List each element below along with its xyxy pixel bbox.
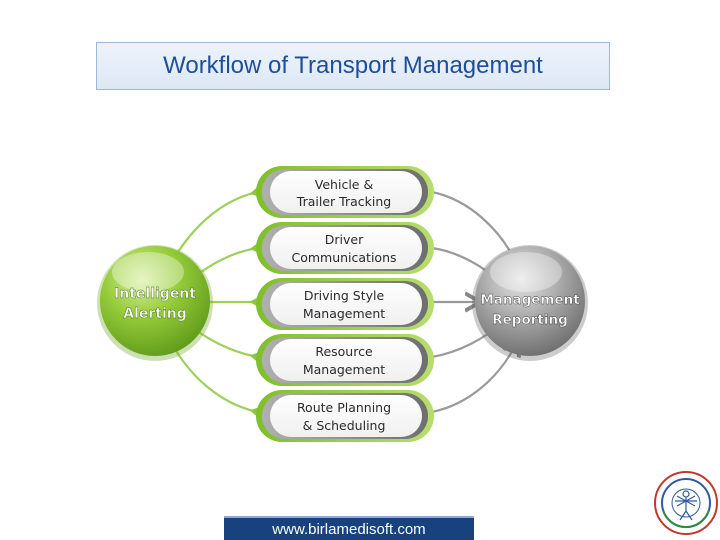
stage-4-line2: Management [303,362,385,377]
management-reporting-node: Management Reporting [472,245,588,361]
stage-pill-2: Driver Communications [256,222,434,274]
left-node-line1: Intelligent [114,286,196,302]
right-node-line2: Reporting [492,312,568,328]
stage-3-line2: Management [303,306,385,321]
footer-url[interactable]: www.birlamedisoft.com [272,520,426,538]
footer-url-bar[interactable]: www.birlamedisoft.com [224,516,474,540]
stage-pill-1: Vehicle & Trailer Tracking [256,166,434,218]
stage-1-line2: Trailer Tracking [296,194,391,209]
stage-pill-5: Route Planning & Scheduling [256,390,434,442]
intelligent-alerting-node: Intelligent Alerting [97,245,213,361]
stage-pill-4: Resource Management [256,334,434,386]
right-node-line1: Management [480,292,580,308]
stage-3-line1: Driving Style [304,288,385,303]
stage-pill-3: Driving Style Management [256,278,434,330]
stage-2-line2: Communications [291,250,396,265]
right-connector-5 [431,344,516,414]
stage-5-line2: & Scheduling [303,418,386,433]
diagram-title: Workflow of Transport Management [163,52,543,79]
stage-5-line1: Route Planning [297,400,391,415]
left-node-line2: Alerting [123,306,187,322]
title-box: Workflow of Transport Management [96,42,610,90]
stage-1-line1: Vehicle & [315,177,374,192]
company-logo [654,471,718,535]
stage-4-line1: Resource [315,344,373,359]
stage-2-line1: Driver [325,232,364,247]
left-connector-5 [171,343,258,412]
